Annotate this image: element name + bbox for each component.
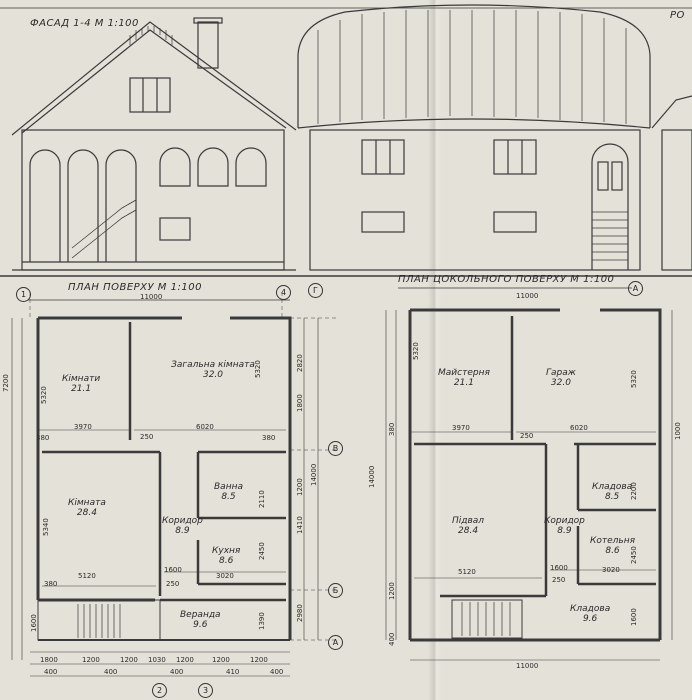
dimension-text: 3020 — [602, 566, 620, 574]
axis-marker: Б — [328, 583, 343, 598]
dimension-text: 2200 — [630, 482, 638, 500]
dimension-text: 1200 — [176, 656, 194, 664]
dimension-text: 11000 — [516, 292, 539, 300]
axis-marker: 3 — [198, 683, 213, 698]
dimension-text: 1030 — [148, 656, 166, 664]
page-fold — [428, 0, 442, 700]
dimension-text: 1600 — [164, 566, 182, 574]
dimension-text: 6020 — [570, 424, 588, 432]
dimension-text: 5320 — [630, 370, 638, 388]
axis-marker: Г — [308, 283, 323, 298]
dimension-text: 1200 — [250, 656, 268, 664]
dimension-text: 1390 — [258, 612, 266, 630]
dimension-text: 250 — [166, 580, 180, 588]
facade-right-house — [297, 4, 692, 271]
dimension-text: 250 — [140, 433, 154, 441]
dimension-text: 2110 — [258, 490, 266, 508]
dimension-text: 5340 — [42, 518, 50, 536]
dimension-text: 400 — [104, 668, 118, 676]
dimension-text: 1800 — [296, 394, 304, 412]
plan-basement-title: ПЛАН ЦОКОЛЬНОГО ПОВЕРХУ М 1:100 — [398, 274, 615, 285]
plan-upper-title: ПЛАН ПОВЕРХУ М 1:100 — [68, 282, 202, 293]
dimension-text: 11000 — [140, 293, 163, 301]
dimension-text: 2450 — [258, 542, 266, 560]
dimension-text: 400 — [270, 668, 284, 676]
dimension-text: 1200 — [388, 582, 396, 600]
dimension-text: 380 — [36, 434, 50, 442]
dimension-text: 400 — [388, 632, 396, 646]
dimension-text: 1200 — [120, 656, 138, 664]
plan-upper-lines — [11, 292, 336, 677]
dimension-text: 400 — [170, 668, 184, 676]
dimension-text: 1600 — [630, 608, 638, 626]
dimension-text: 14000 — [310, 463, 318, 486]
dimension-text: 1200 — [82, 656, 100, 664]
dimension-text: 400 — [44, 668, 58, 676]
dimension-text: 5320 — [412, 342, 420, 360]
dimension-text: 7200 — [2, 374, 10, 392]
axis-marker: А — [328, 635, 343, 650]
dimension-text: 5120 — [458, 568, 476, 576]
dimension-text: 6020 — [196, 423, 214, 431]
dimension-text: 5320 — [40, 386, 48, 404]
plan-basement-lines — [385, 287, 673, 661]
dimension-text: 3970 — [74, 423, 92, 431]
facade-left-house — [11, 17, 297, 271]
dimension-text: 11000 — [516, 662, 539, 670]
dimension-text: 1800 — [40, 656, 58, 664]
dimension-text: 3970 — [452, 424, 470, 432]
dimension-text: 5120 — [78, 572, 96, 580]
dimension-text: 2450 — [630, 546, 638, 564]
dimension-text: 410 — [226, 668, 240, 676]
corner-title-fragment: РО — [670, 10, 685, 21]
dimension-text: 2980 — [296, 604, 304, 622]
dimension-text: 3020 — [216, 572, 234, 580]
dimension-text: 2820 — [296, 354, 304, 372]
dimension-text: 250 — [520, 432, 534, 440]
dimension-text: 5320 — [254, 360, 262, 378]
axis-marker: 2 — [152, 683, 167, 698]
axis-marker: 4 — [276, 285, 291, 300]
axis-marker: 1 — [16, 287, 31, 302]
facade-title: ФАСАД 1-4 М 1:100 — [30, 18, 139, 29]
dimension-text: 1200 — [296, 478, 304, 496]
dimension-text: 250 — [552, 576, 566, 584]
dimension-text: 380 — [44, 580, 58, 588]
dimension-text: 380 — [262, 434, 276, 442]
dimension-text: 380 — [388, 422, 396, 436]
dimension-text: 1410 — [296, 516, 304, 534]
dimension-text: 14000 — [368, 465, 376, 488]
axis-marker: В — [328, 441, 343, 456]
dimension-text: 1600 — [550, 564, 568, 572]
axis-marker: А — [628, 281, 643, 296]
dimension-text: 1200 — [212, 656, 230, 664]
dimension-text: 1600 — [30, 614, 38, 632]
dimension-text: 1000 — [674, 422, 682, 440]
